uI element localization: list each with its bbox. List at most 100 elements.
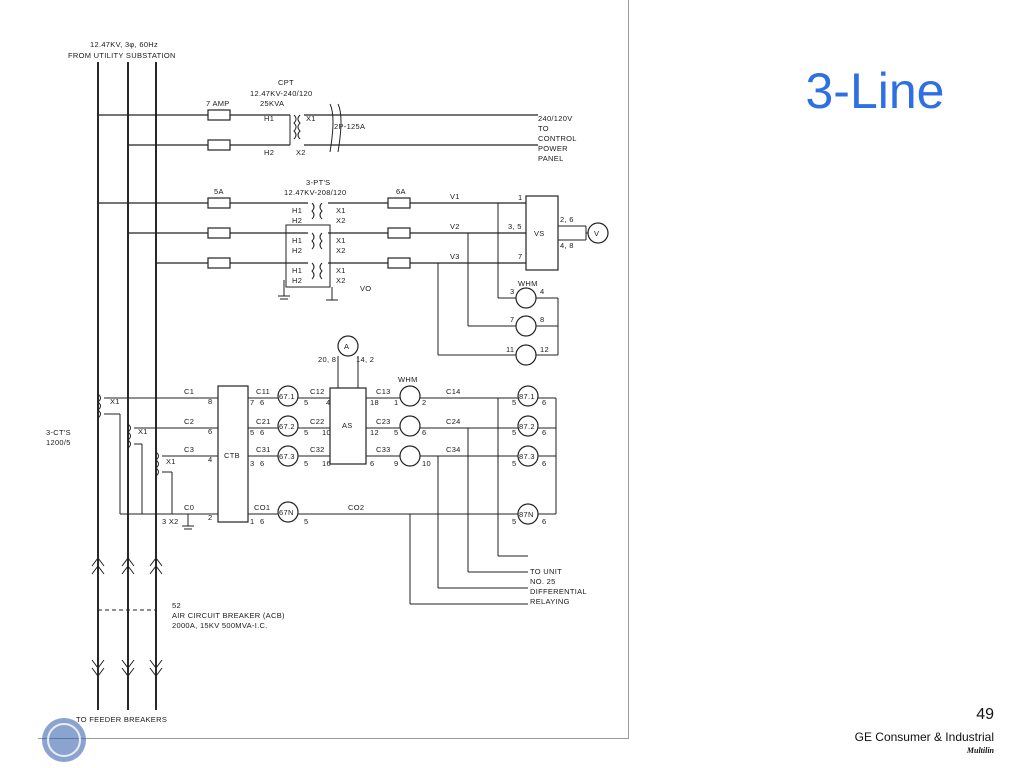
ctb-term-8: 8 <box>208 397 212 406</box>
pt1-x2-label: X2 <box>336 216 346 225</box>
relay-671-label: 67.1 <box>279 392 295 401</box>
ct-3x2-label: 3 X2 <box>162 517 179 526</box>
whm-current-wiring <box>366 397 526 457</box>
r673-term-6: 6 <box>260 459 264 468</box>
cpt-kva-label: 25KVA <box>260 99 284 108</box>
c13-label: C13 <box>376 387 391 396</box>
vs-term-26: 2, 6 <box>560 215 574 224</box>
whm-c3-circle <box>399 445 421 467</box>
cpt-x2-label: X2 <box>296 148 306 157</box>
acb-name-label: AIR CIRCUIT BREAKER (ACB) <box>172 611 285 620</box>
control-to-label: TO <box>538 124 549 133</box>
acb-number-label: 52 <box>172 601 181 610</box>
co1-label: CO1 <box>254 503 270 512</box>
r671-term-7: 7 <box>250 398 254 407</box>
vs-term-48: 4, 8 <box>560 241 574 250</box>
voltmeter-circle <box>587 222 609 244</box>
vs-label: VS <box>534 229 545 238</box>
whm-current-label: WHM <box>398 375 418 384</box>
pt3-x1-label: X1 <box>336 266 346 275</box>
whm-term-12: 12 <box>540 345 549 354</box>
as-switch-box <box>329 387 367 465</box>
whm-potential-coils <box>437 203 559 366</box>
cpt-h2-label: H2 <box>264 148 274 157</box>
relay-871-label: 87.1 <box>519 392 535 401</box>
scanned-diagram-panel: 12.47KV, 3φ, 60Hz FROM UTILITY SUBSTATIO… <box>38 0 629 739</box>
ammeter-term-208: 20, 8 <box>318 355 336 364</box>
relay-67n-label: 67N <box>279 508 294 517</box>
r672-term-6: 6 <box>260 428 264 437</box>
as-term-18: 18 <box>370 398 379 407</box>
ct-ratio-label: 1200/5 <box>46 438 71 447</box>
as-term-12: 12 <box>370 428 379 437</box>
ammeter-circle <box>337 335 359 357</box>
relay-87-wiring <box>409 397 557 605</box>
co2-label: CO2 <box>348 503 364 512</box>
acb-rating-label: 2000A, 15KV 500MVA-I.C. <box>172 621 268 630</box>
fuse-7amp-label: 7 AMP <box>206 99 230 108</box>
r871-term-6: 6 <box>542 398 546 407</box>
three-line-diagram: 12.47KV, 3φ, 60Hz FROM UTILITY SUBSTATIO… <box>46 40 609 724</box>
pt-name-label: 3-PT'S <box>306 178 331 187</box>
pt2-x2-label: X2 <box>336 246 346 255</box>
vs-term-1: 1 <box>518 193 522 202</box>
pt1-h1-label: H1 <box>292 206 302 215</box>
vs-term-35: 3, 5 <box>508 222 522 231</box>
whmc-term-1: 1 <box>394 398 398 407</box>
relay-673-label: 67.3 <box>279 452 295 461</box>
whm-c1-circle <box>399 385 421 407</box>
company-name: GE Consumer & Industrial <box>854 730 994 744</box>
unit-number-label: NO. 25 <box>530 577 556 586</box>
control-voltage-label: 240/120V <box>538 114 573 123</box>
ct-name-label: 3-CT'S <box>46 428 71 437</box>
control-power-label: POWER <box>538 144 568 153</box>
control-label: CONTROL <box>538 134 577 143</box>
relay-672-label: 67.2 <box>279 422 295 431</box>
relay-872-label: 87.2 <box>519 422 535 431</box>
cpt-x1-label: X1 <box>306 114 316 123</box>
pt1-h2-label: H2 <box>292 216 302 225</box>
cpt-name-label: CPT <box>278 78 294 87</box>
relay-87n-label: 87N <box>519 510 534 519</box>
pt3-h1-label: H1 <box>292 266 302 275</box>
relay-673-circle <box>277 445 299 467</box>
whmc-term-5: 5 <box>394 428 398 437</box>
r872-term-5: 5 <box>512 428 516 437</box>
r673-term-16: 16 <box>322 459 331 468</box>
r67n-term-6: 6 <box>260 517 264 526</box>
pt1-x1-label: X1 <box>336 206 346 215</box>
whmc-term-10: 10 <box>422 459 431 468</box>
relay-871-circle <box>517 385 539 407</box>
ctb-term-6: 6 <box>208 427 212 436</box>
v3-label: V3 <box>450 252 460 261</box>
r672-term-5b: 5 <box>304 428 308 437</box>
r671-term-4: 4 <box>326 398 330 407</box>
cpt-h1-label: H1 <box>264 114 274 123</box>
r67n-term-1: 1 <box>250 517 254 526</box>
ct1-x1-label: X1 <box>110 397 120 406</box>
whm-term-8: 8 <box>540 315 544 324</box>
c14-label: C14 <box>446 387 461 396</box>
r671-term-5: 5 <box>304 398 308 407</box>
c12-label: C12 <box>310 387 325 396</box>
c34-label: C34 <box>446 445 461 454</box>
whmc-term-9: 9 <box>394 459 398 468</box>
fuse-6a-label: 6A <box>396 187 406 196</box>
pt2-h1-label: H1 <box>292 236 302 245</box>
vo-label: VO <box>360 284 371 293</box>
r87n-term-6: 6 <box>542 517 546 526</box>
ct3-x1-label: X1 <box>166 457 176 466</box>
pt2-x1-label: X1 <box>336 236 346 245</box>
unit-relaying-label: RELAYING <box>530 597 570 606</box>
whm-term-11: 11 <box>506 345 514 354</box>
r87n-term-5: 5 <box>512 517 516 526</box>
unit-to-label: TO UNIT <box>530 567 562 576</box>
as-label: AS <box>342 421 353 430</box>
relay-873-label: 87.3 <box>519 452 535 461</box>
relay-672-circle <box>277 415 299 437</box>
r873-term-5: 5 <box>512 459 516 468</box>
ammeter-label: A <box>344 342 349 351</box>
whm-term-7: 7 <box>510 315 514 324</box>
ctb-label: CTB <box>224 451 240 460</box>
cpt-primary-circuit <box>98 103 538 153</box>
